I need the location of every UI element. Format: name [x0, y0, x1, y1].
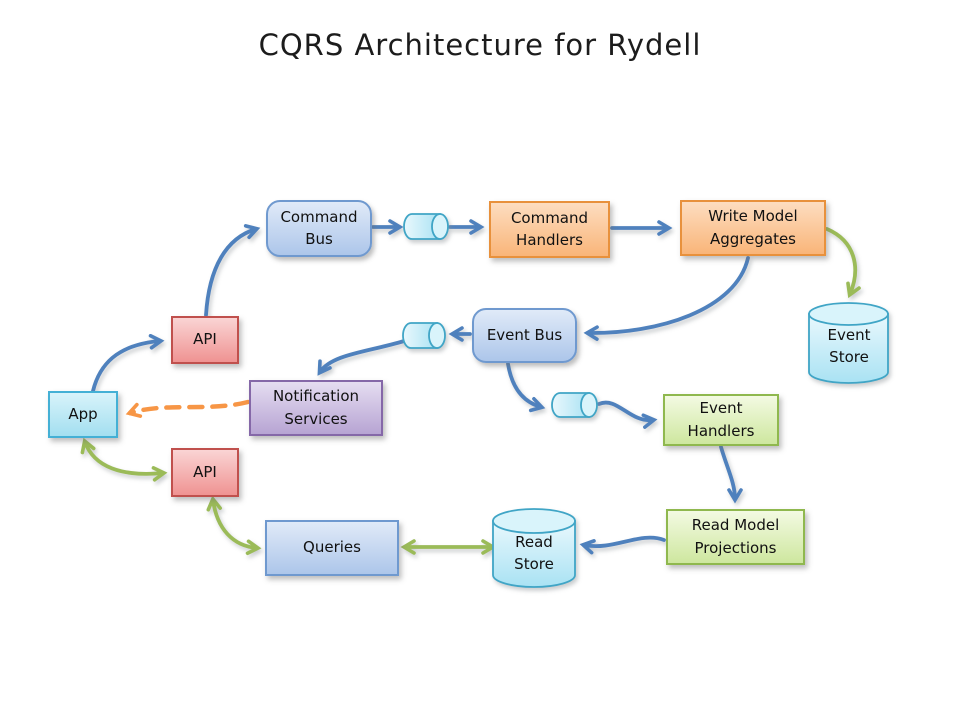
node-event-bus: Event Bus — [472, 308, 577, 363]
node-read-store: Read Store — [493, 525, 575, 581]
node-label: Handlers — [687, 421, 755, 440]
command-queue-cylinder-icon — [403, 213, 449, 240]
node-notification-services: Notification Services — [249, 380, 383, 436]
node-app: App — [48, 391, 118, 438]
node-label: Command — [280, 207, 358, 226]
arrow-notification-to-app-dashed — [125, 399, 251, 418]
node-label: Queries — [303, 538, 361, 557]
arrow-app-api-query — [80, 437, 168, 482]
node-label: Event — [699, 399, 743, 418]
arrow-app-to-api-command — [91, 333, 165, 393]
event-queue-cylinder-icon — [551, 392, 598, 418]
node-label: App — [68, 404, 98, 423]
node-event-store: Event Store — [809, 318, 889, 374]
diagram-title: CQRS Architecture for Rydell — [258, 28, 702, 62]
arrow-read-model-to-read-store — [579, 535, 666, 555]
event-store-cylinder — [808, 302, 889, 384]
node-label: Read Model — [691, 516, 780, 535]
arrow-write-model-to-event-bus — [583, 256, 750, 341]
arrow-queue-to-notification-services — [317, 339, 406, 376]
arrow-event-bus-to-event-queue — [506, 362, 546, 413]
arrow-api-to-command-bus — [204, 224, 261, 317]
node-label: Notification — [272, 387, 360, 406]
read-store-cylinder — [492, 508, 576, 588]
node-command-bus: Command Bus — [266, 200, 372, 257]
notification-queue-cylinder-icon — [402, 322, 446, 349]
node-label: Projections — [694, 538, 777, 557]
arrow-write-model-to-event-store — [825, 227, 861, 299]
arrow-event-handlers-to-read-model — [719, 445, 743, 504]
node-write-model-aggregates: Write Model Aggregates — [680, 200, 826, 256]
node-label: Services — [284, 409, 348, 428]
node-label: Event — [827, 325, 871, 344]
node-label: Handlers — [516, 231, 583, 249]
node-api-command: API — [171, 316, 239, 364]
node-label: Command — [510, 208, 589, 227]
arrow-api-queries — [206, 495, 262, 556]
node-label: Bus — [305, 230, 333, 248]
node-queries: Queries — [265, 520, 399, 576]
node-label: Read — [515, 532, 553, 551]
node-label: Write Model — [708, 207, 798, 226]
node-command-handlers: Command Handlers — [489, 201, 610, 258]
arrow-event-queue-to-event-handlers — [597, 400, 658, 429]
node-label: Event Bus — [486, 325, 563, 344]
node-label: Aggregates — [709, 229, 796, 248]
node-event-handlers: Event Handlers — [663, 394, 779, 446]
node-label: API — [193, 462, 217, 481]
node-label: Store — [514, 555, 554, 573]
node-read-model-projections: Read Model Projections — [666, 509, 805, 565]
node-api-query: API — [171, 448, 239, 497]
node-label: API — [193, 330, 217, 349]
node-label: Store — [829, 348, 869, 366]
